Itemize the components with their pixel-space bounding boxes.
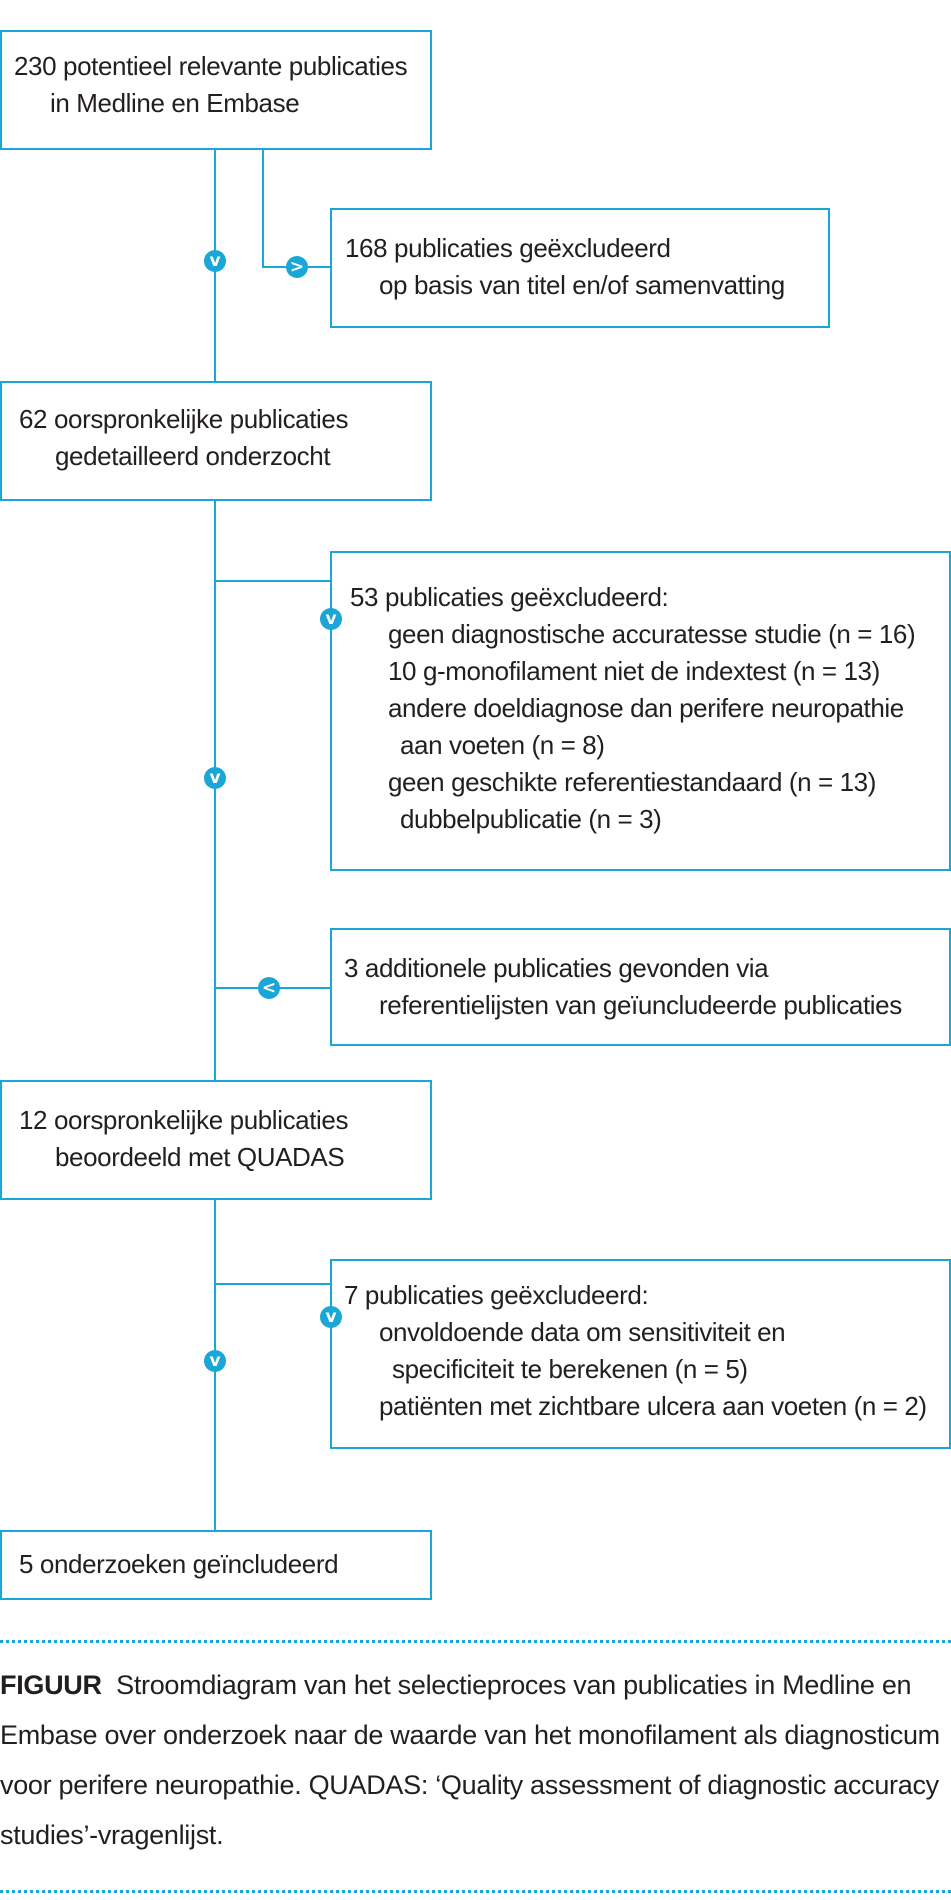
chevron-down-icon: v <box>204 250 226 272</box>
chevron-down-icon: v <box>204 1350 226 1372</box>
box-excluded-title-abstract: 168 publicaties geëxcludeerd op basis va… <box>330 208 830 328</box>
box-line: 53 publicaties geëxcludeerd: <box>350 582 669 612</box>
caption-label: FIGUUR <box>0 1670 102 1700</box>
box-line: aan voeten (n = 8) <box>400 730 605 760</box>
box-line: 5 onderzoeken geïncludeerd <box>19 1549 339 1579</box>
box-line: gedetailleerd onderzocht <box>55 441 331 471</box>
main-flow-line <box>214 148 216 1532</box>
box-line: 12 oorspronkelijke publicaties <box>19 1105 349 1135</box>
box-line: patiënten met zichtbare ulcera aan voete… <box>379 1391 927 1421</box>
box-line: specificiteit te berekenen (n = 5) <box>392 1354 748 1384</box>
box-line: onvoldoende data om sensitiviteit en <box>379 1317 786 1347</box>
figure-caption: FIGUUR Stroomdiagram van het selectiepro… <box>0 1660 951 1860</box>
exclusion-branch-line-1 <box>262 148 264 268</box>
box-line: geen diagnostische accuratesse studie (n… <box>388 619 916 649</box>
box-additional-publications: 3 additionele publicaties gevonden via r… <box>330 928 951 1046</box>
exclusion-branch-line-2 <box>214 580 332 582</box>
box-line: 10 g-monofilament niet de indextest (n =… <box>388 656 880 686</box>
chevron-down-icon: v <box>320 1306 342 1328</box>
caption-line: studies’-vragenlijst. <box>0 1820 224 1850</box>
box-line: 3 additionele publicaties gevonden via <box>344 953 769 983</box>
box-excluded-53: 53 publicaties geëxcludeerd: geen diagno… <box>330 551 951 871</box>
chevron-left-icon: < <box>258 977 280 999</box>
box-line: beoordeeld met QUADAS <box>55 1142 345 1172</box>
box-line: 168 publicaties geëxcludeerd <box>345 233 671 263</box>
chevron-down-icon: v <box>320 608 342 630</box>
box-line: 7 publicaties geëxcludeerd: <box>344 1280 649 1310</box>
chevron-right-icon: > <box>286 256 308 278</box>
caption-line: Embase over onderzoek naar de waarde van… <box>0 1720 940 1750</box>
caption-line: voor perifere neuropathie. QUADAS: ‘Qual… <box>0 1770 939 1800</box>
box-detailed-examined: 62 oorspronkelijke publicaties gedetaill… <box>0 381 432 501</box>
box-quadas-assessed: 12 oorspronkelijke publicaties beoordeel… <box>0 1080 432 1200</box>
box-identified-publications: 230 potentieel relevante publicaties in … <box>0 30 432 150</box>
box-line: referentielijsten van geïuncludeerde pub… <box>379 990 902 1020</box>
box-line: andere doeldiagnose dan perifere neuropa… <box>388 693 904 723</box>
box-line: geen geschikte referentiestandaard (n = … <box>388 767 876 797</box>
box-line: 230 potentieel relevante publicaties <box>14 51 408 81</box>
caption-line: FIGUUR Stroomdiagram van het selectiepro… <box>0 1660 951 1710</box>
exclusion-branch-line-3 <box>214 1283 332 1285</box>
box-excluded-7: 7 publicaties geëxcludeerd: onvoldoende … <box>330 1259 951 1449</box>
box-line: in Medline en Embase <box>50 88 300 118</box>
box-line: 62 oorspronkelijke publicaties <box>19 404 349 434</box>
caption-text: Stroomdiagram van het selectieproces van… <box>116 1670 912 1700</box>
box-studies-included: 5 onderzoeken geïncludeerd <box>0 1530 432 1600</box>
box-line: op basis van titel en/of samenvatting <box>379 270 785 300</box>
box-line: dubbelpublicatie (n = 3) <box>400 804 662 834</box>
chevron-down-icon: v <box>204 767 226 789</box>
caption-bottom-divider <box>0 1890 951 1893</box>
caption-top-divider <box>0 1640 951 1643</box>
